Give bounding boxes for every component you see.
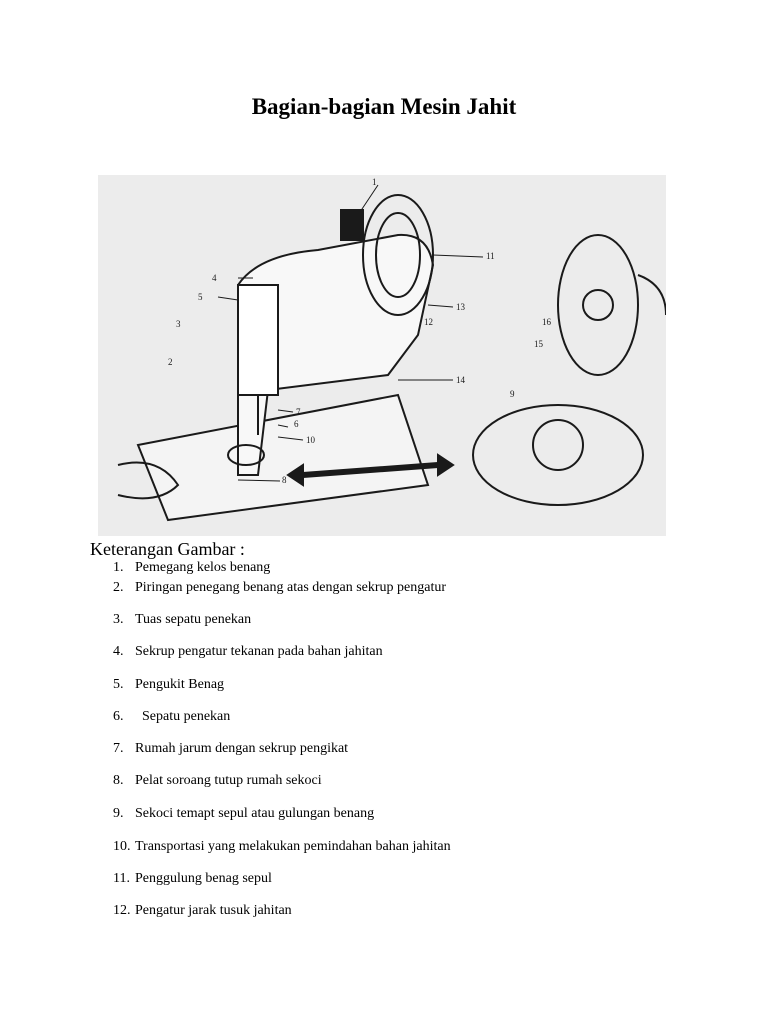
detail-hub — [582, 289, 614, 321]
item-text: Tuas sepatu penekan — [135, 612, 252, 627]
item-text: Pelat soroang tutup rumah sekoci — [135, 773, 322, 788]
item-text: Pemegang kelos benang — [135, 560, 271, 575]
head — [237, 284, 279, 396]
item-number: 10. — [113, 839, 131, 854]
list-item: 10. Transportasi yang melakukan pemindaha… — [113, 839, 451, 855]
item-number: 12. — [113, 903, 131, 918]
callout-3: 3 — [176, 319, 181, 329]
detail-bobbin-case — [532, 419, 584, 471]
callout-1: 1 — [372, 177, 377, 187]
handwheel-inner — [375, 212, 421, 298]
list-item: 3. Tuas sepatu penekan — [113, 612, 251, 628]
item-number: 5. — [113, 677, 124, 692]
item-number: 8. — [113, 773, 124, 788]
caption-heading: Keterangan Gambar : — [90, 539, 245, 559]
callout-15: 15 — [534, 339, 544, 349]
callout-11: 11 — [486, 251, 495, 261]
callout-2: 2 — [168, 357, 173, 367]
item-number: 1. — [113, 560, 124, 575]
callout-5: 5 — [198, 292, 203, 302]
callout-9: 9 — [510, 389, 515, 399]
list-item: 4. Sekrup pengatur tekanan pada bahan jah… — [113, 644, 383, 660]
callout-12: 12 — [424, 317, 433, 327]
detail-bobbin-area — [472, 404, 644, 506]
list-item: 8. Pelat soroang tutup rumah sekoci — [113, 773, 322, 789]
item-text: Pengatur jarak tusuk jahitan — [135, 903, 292, 918]
callout-8: 8 — [282, 475, 287, 485]
bobbin-plate — [227, 444, 265, 466]
page-title: Bagian-bagian Mesin Jahit — [251, 94, 517, 119]
item-number: 2. — [113, 580, 124, 595]
arrow-head-left — [286, 463, 304, 487]
detail-wheel — [557, 234, 639, 376]
item-text: Sepatu penekan — [135, 709, 231, 724]
item-text: Transportasi yang melakukan pemindahan b… — [135, 839, 451, 854]
item-number: 6. — [113, 709, 124, 724]
item-number: 7. — [113, 741, 124, 756]
list-item: 5. Pengukit Benag — [113, 677, 224, 693]
item-number: 11. — [113, 871, 130, 886]
item-text: Pengukit Benag — [135, 677, 225, 692]
item-number: 9. — [113, 806, 124, 821]
list-item: 1. Pemegang kelos benang — [113, 560, 270, 576]
item-text: Piringan penegang benang atas dengan sek… — [135, 580, 447, 595]
item-number: 3. — [113, 612, 124, 627]
sewing-machine-figure: 1 2 3 4 5 6 7 8 9 10 11 12 13 14 15 16 — [98, 175, 666, 536]
left-hand — [117, 461, 180, 500]
callout-7: 7 — [296, 407, 301, 417]
callout-14: 14 — [456, 375, 466, 385]
movement-arrow — [302, 462, 439, 478]
arrow-head-right — [437, 453, 455, 477]
sewing-machine-illustration: 1 2 3 4 5 6 7 8 9 10 11 12 13 14 15 16 — [98, 175, 666, 536]
right-hand — [637, 274, 666, 316]
callout-13: 13 — [456, 302, 466, 312]
callout-10: 10 — [306, 435, 316, 445]
callout-4: 4 — [212, 273, 217, 283]
item-text: Penggulung benag sepul — [135, 871, 272, 886]
item-number: 4. — [113, 644, 124, 659]
list-item: 2. Piringan penegang benang atas dengan s… — [113, 580, 446, 596]
item-text: Rumah jarum dengan sekrup pengikat — [135, 741, 349, 756]
item-text: Sekrup pengatur tekanan pada bahan jahit… — [135, 644, 383, 659]
spool — [340, 209, 364, 241]
list-item: 7. Rumah jarum dengan sekrup pengikat — [113, 741, 348, 757]
list-item: 12. Pengatur jarak tusuk jahitan — [113, 903, 292, 919]
list-item: 6. Sepatu penekan — [113, 709, 230, 725]
callout-16: 16 — [542, 317, 552, 327]
item-text: Sekoci temapt sepul atau gulungan benang — [135, 806, 375, 821]
table-top — [136, 393, 430, 522]
callout-6: 6 — [294, 419, 299, 429]
list-item: 9. Sekoci temapt sepul atau gulungan bena… — [113, 806, 374, 822]
list-item: 11. Penggulung benag sepul — [113, 871, 272, 887]
